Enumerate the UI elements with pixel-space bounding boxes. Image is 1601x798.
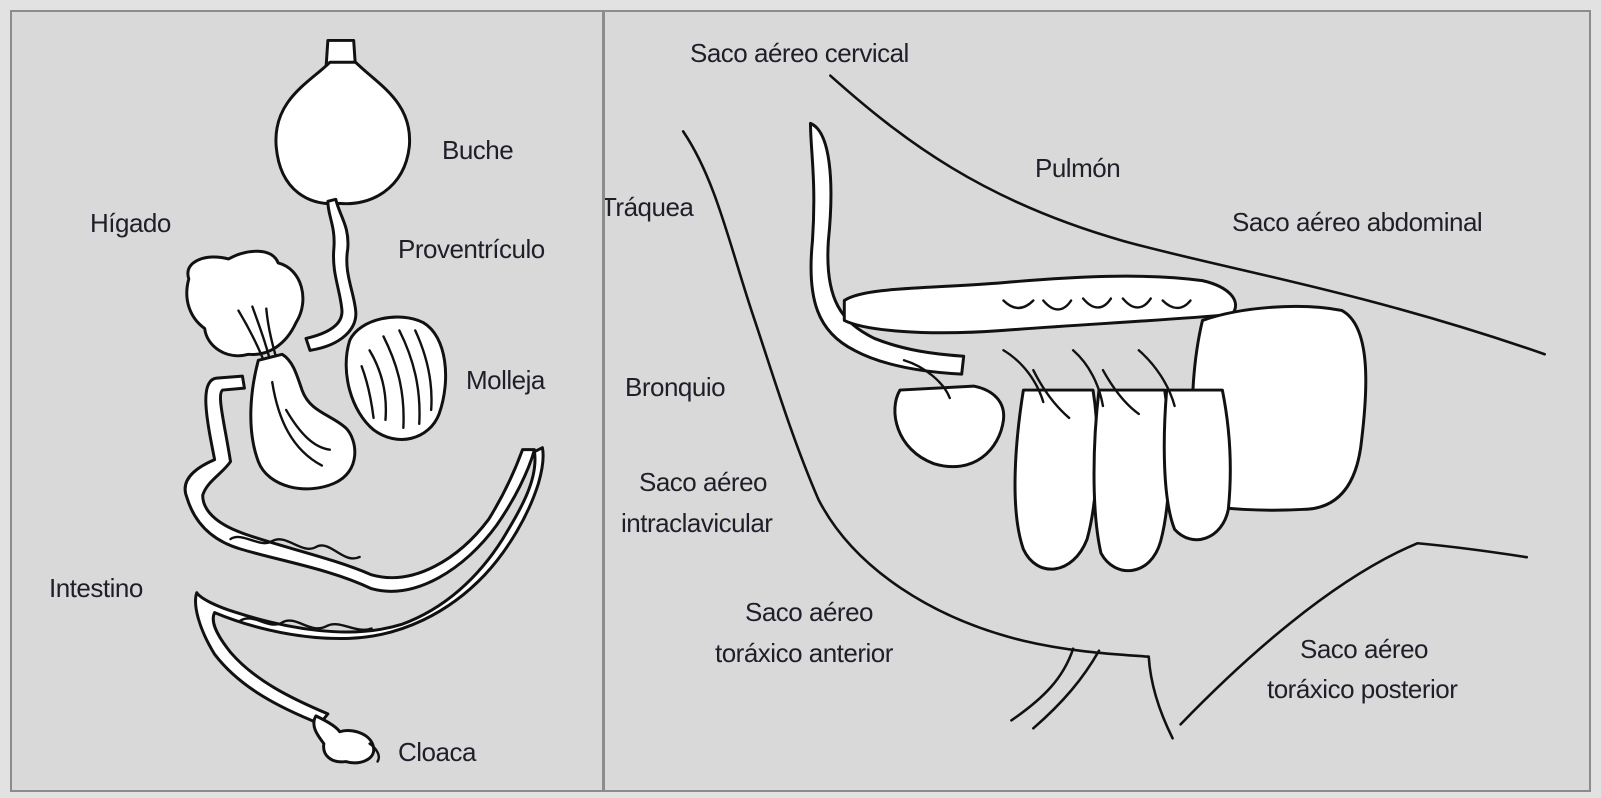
cloaca-shape [314, 716, 374, 763]
saco-toracico-posterior-label-line2: toráxico posterior [1267, 674, 1457, 704]
thoracic-sac-middle-2 [1094, 390, 1170, 571]
cloaca-label: Cloaca [398, 737, 476, 767]
thoracic-sac-middle-1 [1015, 390, 1097, 569]
saco-abdominal-label: Saco aéreo abdominal [1232, 207, 1482, 237]
saco-intraclavicular-label-line1: Saco aéreo [639, 467, 767, 497]
pulmon-label: Pulmón [1035, 153, 1120, 183]
saco-toracico-anterior-label-line1: Saco aéreo [745, 597, 873, 627]
thoracic-sac-right [1164, 390, 1230, 540]
proventriculus-shape [306, 199, 356, 350]
intestino-label: Intestino [49, 573, 143, 603]
saco-toracico-posterior-label-line1: Saco aéreo [1300, 634, 1428, 664]
molleja-label: Molleja [466, 365, 545, 395]
proventriculo-label: Proventrículo [398, 234, 545, 264]
respiratory-system-panel: Saco aéreo cervical Pulmón Tráquea Saco … [603, 10, 1591, 792]
buche-label: Buche [442, 135, 513, 165]
crop-shape [276, 62, 410, 203]
traquea-label: Tráquea [603, 192, 693, 222]
liver-shape [187, 251, 303, 355]
saco-cervical-label: Saco aéreo cervical [690, 38, 909, 68]
digestive-system-drawing [12, 12, 602, 790]
digestive-system-panel: Buche Hígado Proventrículo Molleja Intes… [10, 10, 604, 792]
higado-label: Hígado [90, 208, 171, 238]
lung-shape [844, 276, 1235, 333]
saco-intraclavicular-label-line2: intraclavicular [621, 508, 772, 538]
saco-toracico-anterior-label-line2: toráxico anterior [715, 638, 893, 668]
duodenal-loop [251, 354, 355, 489]
bronquio-label: Bronquio [625, 372, 725, 402]
